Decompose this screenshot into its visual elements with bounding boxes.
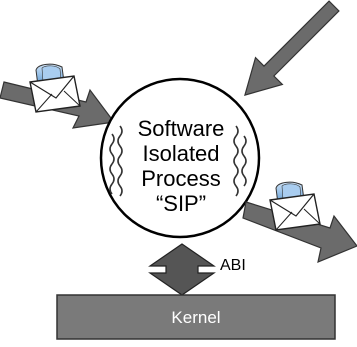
sip-label-line-1: Software [137, 116, 225, 141]
sip-circle [99, 77, 261, 239]
sip-label-line-2: Isolated [142, 141, 220, 166]
abi-double-arrow [148, 243, 216, 296]
kernel-label: Kernel [171, 308, 221, 327]
sip-label-line-3: Process [141, 166, 221, 191]
outgoing-message-arrow [242, 201, 357, 263]
thread-squiggles-left [109, 125, 123, 197]
envelope-icon [269, 181, 321, 231]
thread-squiggles-right [233, 125, 247, 197]
abi-label: ABI [220, 257, 246, 274]
envelope-icon [29, 63, 81, 113]
kernel-box [56, 294, 336, 340]
sip-label-line-4: “SIP” [155, 191, 207, 216]
incoming-request-arrow [244, 0, 340, 96]
